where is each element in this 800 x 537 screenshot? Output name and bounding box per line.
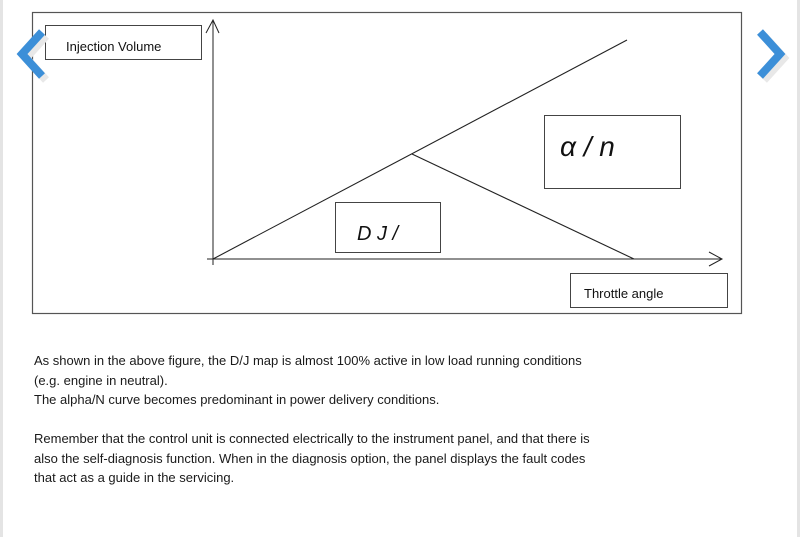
y-axis-label: Injection Volume (66, 39, 161, 54)
alpha-n-region-label: α / n (560, 131, 615, 162)
paragraph-self-diagnosis: Remember that the control unit is connec… (34, 429, 590, 488)
chevron-left-icon (16, 29, 45, 79)
left-border (0, 0, 3, 537)
chevron-right-icon (757, 29, 786, 79)
dj-boundary-line (411, 153, 635, 260)
y-axis-arrow (205, 18, 220, 34)
text-line: that act as a guide in the servicing. (34, 470, 235, 485)
next-button[interactable] (752, 24, 792, 84)
text-line: Remember that the control unit is connec… (34, 431, 590, 446)
x-axis-arrow (708, 251, 724, 267)
x-axis-label: Throttle angle (584, 286, 664, 301)
alpha-n-label-box (544, 115, 681, 189)
text-line: As shown in the above figure, the D/J ma… (34, 353, 582, 368)
text-line: (e.g. engine in neutral). (34, 372, 168, 388)
injection-map-diagram: Injection Volume D J / α / n Throttle an… (31, 11, 743, 315)
alpha-n-line (212, 39, 628, 260)
right-border (797, 0, 800, 537)
dj-region-label: D J / (357, 223, 401, 245)
previous-button[interactable] (10, 24, 50, 84)
text-line: also the self-diagnosis function. When i… (34, 450, 586, 466)
paragraph-dj-alpha-n: As shown in the above figure, the D/J ma… (34, 351, 582, 410)
dj-label-box (335, 202, 441, 253)
x-axis-label-box (570, 273, 728, 308)
y-axis-label-box (45, 25, 202, 60)
text-line: The alpha/N curve becomes predominant in… (34, 392, 440, 407)
